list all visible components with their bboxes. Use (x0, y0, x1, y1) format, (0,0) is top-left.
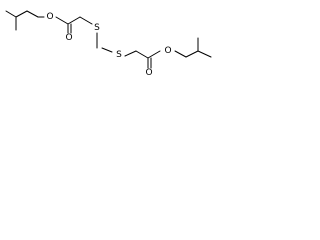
atom-oxygen-ester-right: O (164, 46, 171, 56)
atom-sulfur-right: S (116, 50, 122, 60)
bond (197, 50, 212, 58)
thioether-bridge (79, 16, 137, 57)
bond (124, 50, 137, 57)
bond (79, 16, 93, 25)
bond (147, 50, 161, 59)
atom-oxygen-carbonyl-left: O (65, 33, 72, 43)
atom-labels: O O S S O O (46, 12, 171, 78)
left-ester-group (37, 16, 81, 34)
bond (5, 10, 17, 18)
atom-oxygen-ester-left: O (46, 12, 53, 22)
bond (26, 10, 39, 18)
bond (185, 50, 199, 58)
bond (55, 16, 69, 25)
molecule-structure-diagram: O O S S O O (5, 10, 212, 78)
bond (174, 50, 187, 58)
bond (101, 47, 113, 53)
right-isobutyl-group (174, 37, 212, 58)
bond (67, 16, 81, 25)
atom-sulfur-left: S (94, 23, 100, 33)
bond (15, 10, 28, 18)
bond (135, 50, 149, 59)
right-ester-group (135, 50, 161, 69)
left-isobutyl-group (5, 10, 39, 31)
atom-oxygen-carbonyl-right: O (145, 68, 152, 78)
